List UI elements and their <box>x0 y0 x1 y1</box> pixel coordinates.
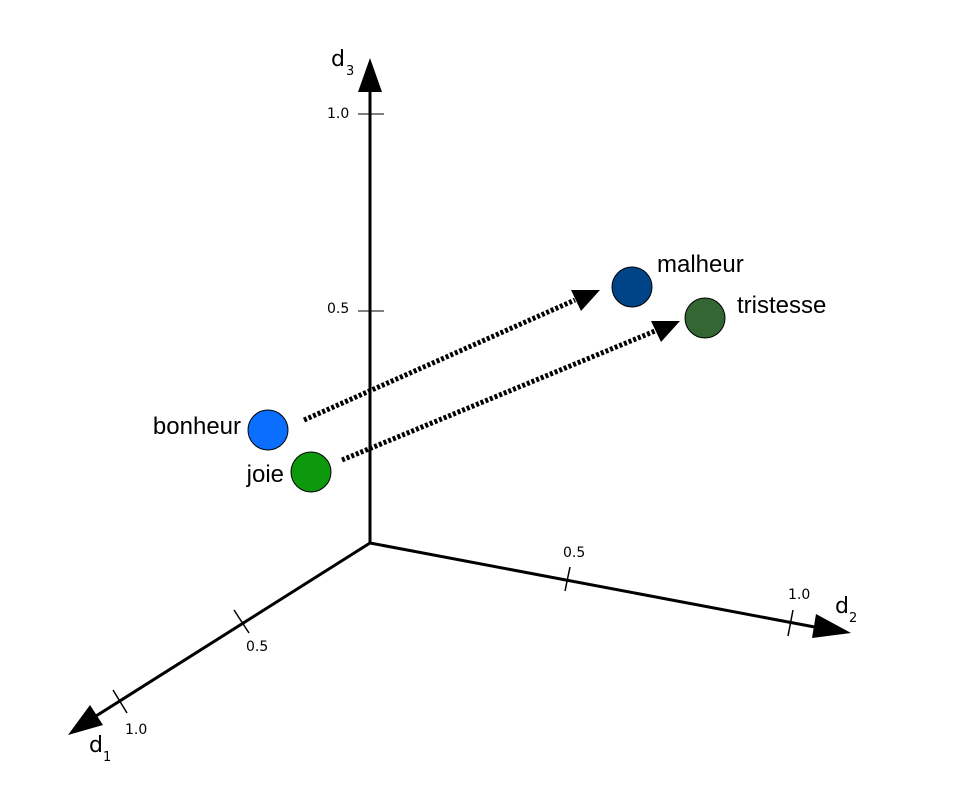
point-bonheur <box>247 409 289 451</box>
analogy-arrows <box>302 290 680 463</box>
axis-d1-tick-1 <box>112 689 128 714</box>
word-points <box>247 266 726 493</box>
axis-d1-name: d <box>89 733 103 758</box>
axis-names: d 3 d 2 d 1 <box>89 47 857 765</box>
axis-d1-subscript: 1 <box>103 750 111 765</box>
label-tristesse: tristesse <box>737 292 826 319</box>
arrow-joie-to-tristesse <box>341 328 656 463</box>
axis-d2-subscript: 2 <box>849 611 857 626</box>
arrow-bonheur-to-malheur-head <box>571 290 600 311</box>
axis-d1-tick-label-1: 1.0 <box>125 722 147 738</box>
point-joie <box>290 451 332 493</box>
point-malheur <box>611 266 653 308</box>
axis-d2-tick-05 <box>564 566 571 592</box>
axis-d1-tick-05 <box>233 609 250 634</box>
arrow-joie-to-tristesse-head <box>651 321 680 342</box>
axis-d1 <box>95 541 371 718</box>
axis-d3-tick-label-1: 1.0 <box>327 106 349 122</box>
word-labels: bonheur joie malheur tristesse <box>153 251 826 488</box>
axis-d2-arrowhead <box>812 614 851 638</box>
point-tristesse <box>684 297 726 339</box>
axis-d2 <box>369 541 821 630</box>
axis-d2-name: d <box>835 594 849 619</box>
axis-d2-tick-label-05: 0.5 <box>563 545 585 561</box>
axis-d2-tick-1 <box>787 609 794 637</box>
arrow-bonheur-to-malheur <box>302 297 577 423</box>
axis-d3-tick-label-05: 0.5 <box>327 301 349 317</box>
tick-labels: 1.0 0.5 0.5 1.0 0.5 1.0 <box>125 106 810 738</box>
axis-d1-arrowhead <box>68 705 103 735</box>
label-joie: joie <box>246 461 284 488</box>
axis-d3-subscript: 3 <box>346 64 354 79</box>
axis-d3-arrowhead <box>358 58 382 92</box>
label-malheur: malheur <box>657 251 744 278</box>
axis-d2-tick-label-1: 1.0 <box>788 587 810 603</box>
label-bonheur: bonheur <box>153 413 241 440</box>
axis-d1-tick-label-05: 0.5 <box>246 639 268 655</box>
axis-d3-name: d <box>331 47 345 72</box>
axes <box>68 58 851 735</box>
